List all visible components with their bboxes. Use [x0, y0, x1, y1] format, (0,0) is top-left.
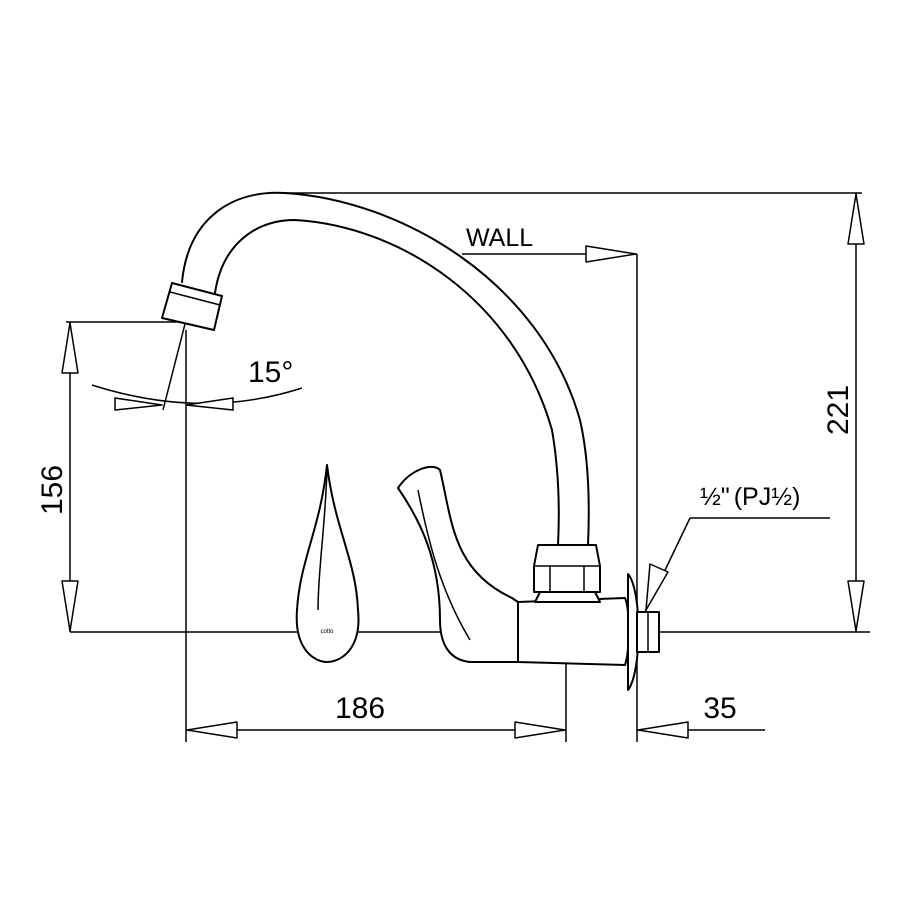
left-height-label: 156 — [36, 465, 69, 515]
dimension-left-height: 156 — [36, 322, 79, 632]
offset-label: 35 — [703, 692, 736, 725]
offset-arrow — [637, 721, 689, 739]
wall-label: WALL — [466, 224, 533, 252]
handle-side-highlight — [317, 469, 328, 611]
lever-handle — [397, 465, 519, 663]
left-dim-arrow-bottom — [61, 580, 79, 632]
reach-arrow-right — [514, 721, 566, 739]
right-dim-arrow-top — [847, 193, 865, 245]
angle-indicator: 15° — [91, 356, 303, 411]
aerator — [161, 282, 223, 331]
spout-outer — [181, 191, 590, 546]
dimension-right-height: 221 — [822, 193, 865, 632]
right-dim-arrow-bottom — [847, 580, 865, 632]
logo-text: cotto — [320, 629, 334, 635]
dimension-horizontal-reach: 186 — [186, 692, 566, 739]
thread-inch-mark: " — [721, 483, 730, 511]
thread-half-2: ½ — [771, 483, 792, 511]
reach-label: 186 — [335, 692, 385, 725]
angle-label: 15° — [248, 356, 293, 389]
angle-arrow-right — [185, 397, 234, 411]
right-height-label: 221 — [822, 385, 855, 435]
angle-arrow-left — [114, 397, 163, 411]
thread-label: ½"(PJ½) — [700, 483, 800, 511]
left-dim-arrow-top — [61, 322, 79, 374]
wall-arrow — [585, 245, 637, 263]
reach-arrow-left — [186, 721, 238, 739]
spout-nut — [533, 544, 601, 593]
dimension-wall-offset: 35 — [637, 692, 765, 739]
thread-half-1: ½ — [700, 483, 721, 511]
tilted-axis-line — [162, 319, 187, 411]
thread-annotation: ½"(PJ½) — [645, 483, 800, 611]
handle-side-view — [295, 464, 360, 663]
valve-body — [517, 597, 630, 666]
thread-pj: (PJ — [734, 483, 772, 511]
lever-highlight — [417, 489, 471, 641]
thread-arrow — [645, 563, 669, 611]
spout-inner — [214, 219, 560, 546]
faucet: cotto — [161, 191, 660, 691]
body-collar — [534, 591, 601, 603]
aerator-line — [169, 291, 221, 306]
thread-close: ) — [792, 483, 800, 511]
wall-indicator: WALL — [466, 224, 637, 263]
